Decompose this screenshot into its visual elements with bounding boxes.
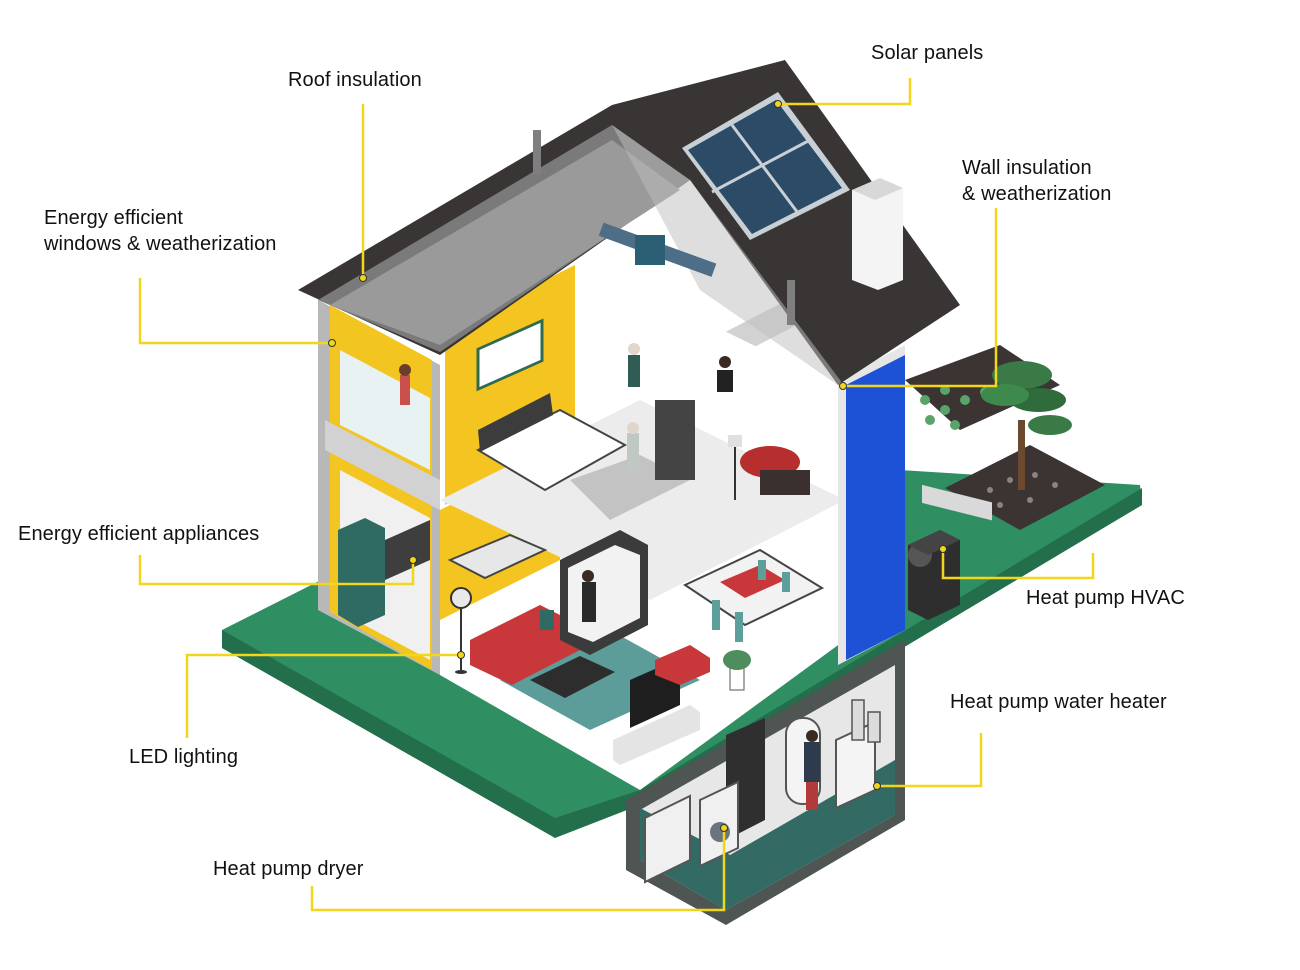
wall-line2: & weatherization — [962, 183, 1112, 205]
roof-insulation-label: Roof insulation — [288, 67, 422, 93]
people — [399, 343, 733, 471]
wall-insulation-label: Wall insulation & weatherization — [962, 155, 1111, 207]
windows-line2: windows & weatherization — [44, 233, 277, 255]
dryer-text: Heat pump dryer — [213, 858, 364, 880]
water-heater-text: Heat pump water heater — [950, 691, 1167, 713]
appliances-text: Energy efficient appliances — [18, 523, 260, 545]
living-room — [470, 530, 710, 765]
roof-insulation-text: Roof insulation — [288, 69, 422, 91]
heat-pump-unit-icon — [908, 530, 960, 620]
bedroom — [475, 318, 810, 520]
water-heater-icon — [785, 699, 881, 810]
dining-room — [682, 548, 825, 691]
solar-panels-text: Solar panels — [871, 42, 984, 64]
windows-label: Energy efficient windows & weatherizatio… — [44, 205, 277, 257]
floor-lamp-icon — [450, 587, 472, 674]
led-lighting-label: LED lighting — [129, 744, 238, 770]
kitchen — [338, 518, 548, 627]
tree-icon — [981, 361, 1072, 490]
hvac-label: Heat pump HVAC — [1026, 585, 1185, 611]
windows-line1: Energy efficient — [44, 207, 184, 229]
dryer-label: Heat pump dryer — [213, 856, 363, 882]
callout-dots — [328, 100, 947, 832]
callout-lines — [138, 78, 1095, 912]
basement — [626, 640, 905, 925]
led-text: LED lighting — [129, 746, 239, 768]
wall-line1: Wall insulation — [962, 157, 1092, 179]
solar-panels-label: Solar panels — [871, 40, 983, 66]
solar-panel-icon — [682, 92, 850, 240]
appliances-label: Energy efficient appliances — [18, 521, 259, 547]
water-heater-label: Heat pump water heater — [950, 689, 1167, 715]
hvac-text: Heat pump HVAC — [1026, 587, 1185, 609]
